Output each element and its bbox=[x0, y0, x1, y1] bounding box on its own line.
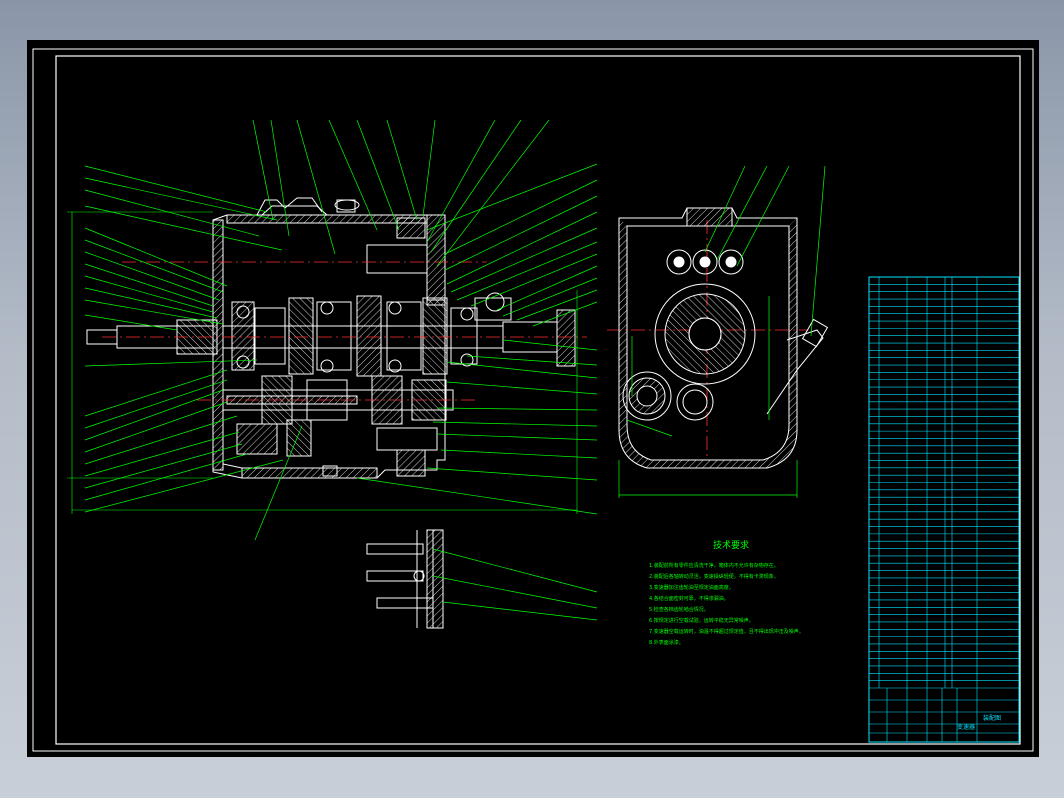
cad-drawing: 技术要求 1.装配前所有零件应清洗干净，箱体内不允许有杂物存在。 2.装配后各轴转… bbox=[32, 48, 1034, 752]
side-section-view bbox=[618, 207, 829, 469]
sheet-border bbox=[32, 48, 1034, 752]
leader-lines-left bbox=[84, 165, 303, 541]
technical-note-line: 8.外表面涂漆。 bbox=[649, 639, 684, 646]
notes-title: 技术要求 bbox=[713, 539, 749, 551]
leader-lines-right bbox=[356, 163, 598, 515]
technical-note-line: 7.变速器空载运转时，油温不得超过规定值，且不得出现冲击及噪声。 bbox=[649, 628, 804, 635]
technical-note-line: 6.按规定进行空载试验，运转平稳无异常噪声。 bbox=[649, 617, 754, 624]
technical-notes: 技术要求 1.装配前所有零件应清洗干净，箱体内不允许有杂物存在。 2.装配后各轴转… bbox=[649, 539, 804, 646]
sheet-label: 装配图 bbox=[983, 714, 1001, 722]
dimension-lines bbox=[67, 211, 578, 514]
technical-note-line: 3.变速器加注齿轮油至规定油面高度。 bbox=[649, 584, 734, 591]
technical-note-line: 2.装配后各轴转动灵活，变速操纵轻便，不得有卡滞现象。 bbox=[649, 573, 779, 580]
title-block: 变速器 装配图 bbox=[957, 714, 1001, 731]
leader-lines-top bbox=[252, 119, 550, 267]
technical-note-line: 4.各结合面密封可靠，不得渗漏油。 bbox=[649, 595, 729, 602]
drawing-viewport[interactable]: 技术要求 1.装配前所有零件应清洗干净，箱体内不允许有杂物存在。 2.装配后各轴转… bbox=[27, 40, 1039, 757]
parts-list-table bbox=[868, 276, 1020, 743]
detail-view bbox=[366, 529, 444, 629]
detail-view-leaders bbox=[432, 548, 598, 621]
side-view-leaders bbox=[618, 165, 826, 498]
technical-note-line: 1.装配前所有零件应清洗干净，箱体内不允许有杂物存在。 bbox=[649, 562, 779, 569]
sheet-title: 变速器 bbox=[957, 723, 975, 731]
technical-note-line: 5.检查各档齿轮啮合情况。 bbox=[649, 606, 709, 613]
